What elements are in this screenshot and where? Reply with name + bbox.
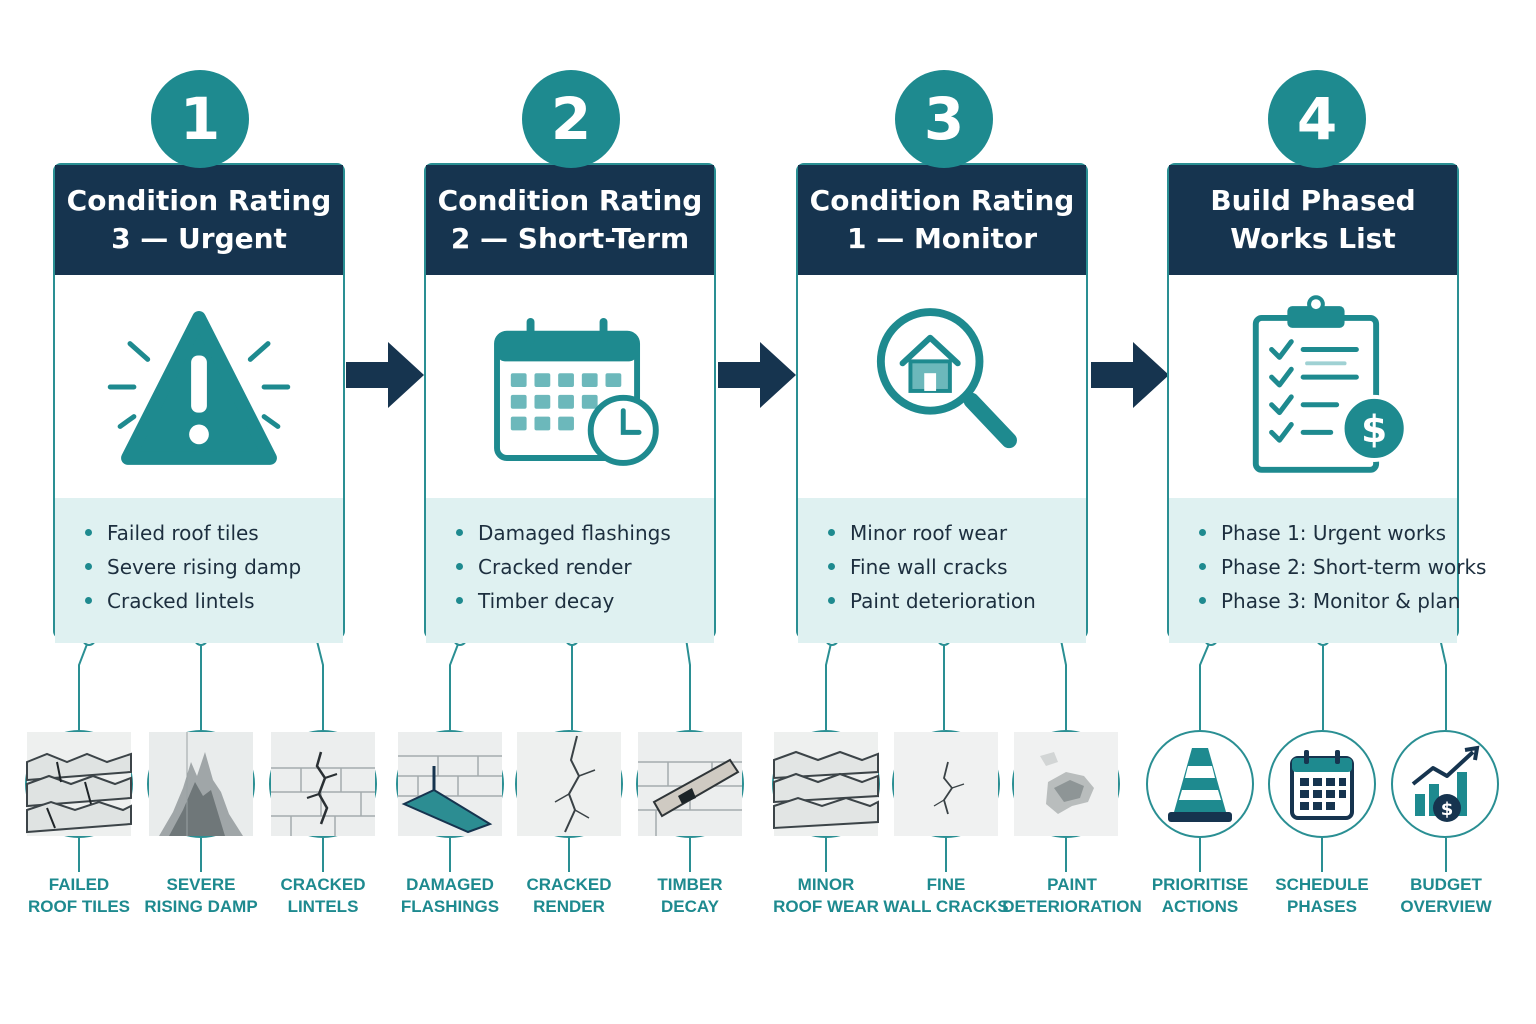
- list-item: Phase 3: Monitor & plan: [1199, 584, 1460, 618]
- step-card-urgent: Condition Rating 3 — Urgent Failed roof …: [53, 163, 345, 643]
- list-item: Minor roof wear: [828, 516, 1086, 550]
- right-arrow-icon: [718, 342, 796, 408]
- bullet: [456, 597, 463, 604]
- card-header: Condition Rating 1 — Monitor: [798, 165, 1086, 275]
- card-header: Build Phased Works List: [1169, 165, 1457, 275]
- list-item: Timber decay: [456, 584, 714, 618]
- paint-photo: [1012, 730, 1120, 838]
- issue-list: Failed roof tiles Severe rising damp Cra…: [55, 498, 343, 643]
- cracked-render-photo: [515, 730, 623, 838]
- step-number-badge: 1: [151, 70, 249, 168]
- list-item: Cracked render: [456, 550, 714, 584]
- card-header: Condition Rating 3 — Urgent: [55, 165, 343, 275]
- card-title-line1: Condition Rating: [66, 184, 332, 217]
- right-arrow-icon: [346, 342, 424, 408]
- house-magnifier-icon: [876, 308, 1017, 449]
- svg-text:$: $: [1441, 799, 1454, 820]
- step-number-badge: 4: [1268, 70, 1366, 168]
- traffic-cone-icon: [1146, 730, 1254, 838]
- list-item: Paint deterioration: [828, 584, 1086, 618]
- step-card-monitor: Condition Rating 1 — Monitor Minor roof …: [796, 163, 1088, 643]
- card-title-line2: 3 — Urgent: [111, 222, 287, 255]
- right-arrow-icon: [1091, 342, 1169, 408]
- roof-tiles-photo: [25, 730, 133, 838]
- card-title-line1: Condition Rating: [809, 184, 1075, 217]
- calendar-clock-icon: [494, 317, 659, 466]
- warning-triangle-icon: [107, 311, 291, 465]
- list-item: Phase 2: Short-term works: [1199, 550, 1486, 584]
- flashing-photo: [396, 730, 504, 838]
- budget-chart-icon: $: [1391, 730, 1499, 838]
- card-title-line2: 2 — Short-Term: [450, 222, 690, 255]
- card-title-line1: Build Phased: [1210, 184, 1416, 217]
- roof-wear-photo: [772, 730, 880, 838]
- list-item: Failed roof tiles: [85, 516, 343, 550]
- calendar-icon: [1268, 730, 1376, 838]
- timber-decay-photo: [636, 730, 744, 838]
- bullet: [1199, 529, 1206, 536]
- bullet: [828, 563, 835, 570]
- svg-text:$: $: [1361, 407, 1387, 451]
- step-card-short-term: Condition Rating 2 — Short-Term Damaged …: [424, 163, 716, 643]
- list-item: Severe rising damp: [85, 550, 343, 584]
- issue-list: Damaged flashings Cracked render Timber …: [426, 498, 714, 643]
- step-card-works-list: Build Phased Works List $ Phase 1: Urgen…: [1167, 163, 1486, 643]
- bullet: [85, 563, 92, 570]
- rising-damp-photo: [147, 730, 255, 838]
- bullet: [828, 597, 835, 604]
- step-number-badge: 3: [895, 70, 993, 168]
- wall-cracks-photo: [892, 730, 1000, 838]
- card-header: Condition Rating 2 — Short-Term: [426, 165, 714, 275]
- phase-list: Phase 1: Urgent works Phase 2: Short-ter…: [1169, 498, 1486, 643]
- list-item: Fine wall cracks: [828, 550, 1086, 584]
- bullet: [85, 529, 92, 536]
- bullet: [456, 529, 463, 536]
- card-title-line1: Condition Rating: [437, 184, 703, 217]
- issue-list: Minor roof wear Fine wall cracks Paint d…: [798, 498, 1086, 643]
- bullet: [1199, 597, 1206, 604]
- bullet: [1199, 563, 1206, 570]
- list-item: Cracked lintels: [85, 584, 343, 618]
- card-title-line2: 1 — Monitor: [846, 222, 1038, 255]
- bullet: [85, 597, 92, 604]
- step-number-badge: 2: [522, 70, 620, 168]
- list-item: Phase 1: Urgent works: [1199, 516, 1457, 550]
- clipboard-budget-icon: $: [1252, 295, 1408, 473]
- bullet: [456, 563, 463, 570]
- list-item: Damaged flashings: [456, 516, 714, 550]
- cracked-lintel-photo: [269, 730, 377, 838]
- bullet: [828, 529, 835, 536]
- card-title-line2: Works List: [1230, 222, 1396, 255]
